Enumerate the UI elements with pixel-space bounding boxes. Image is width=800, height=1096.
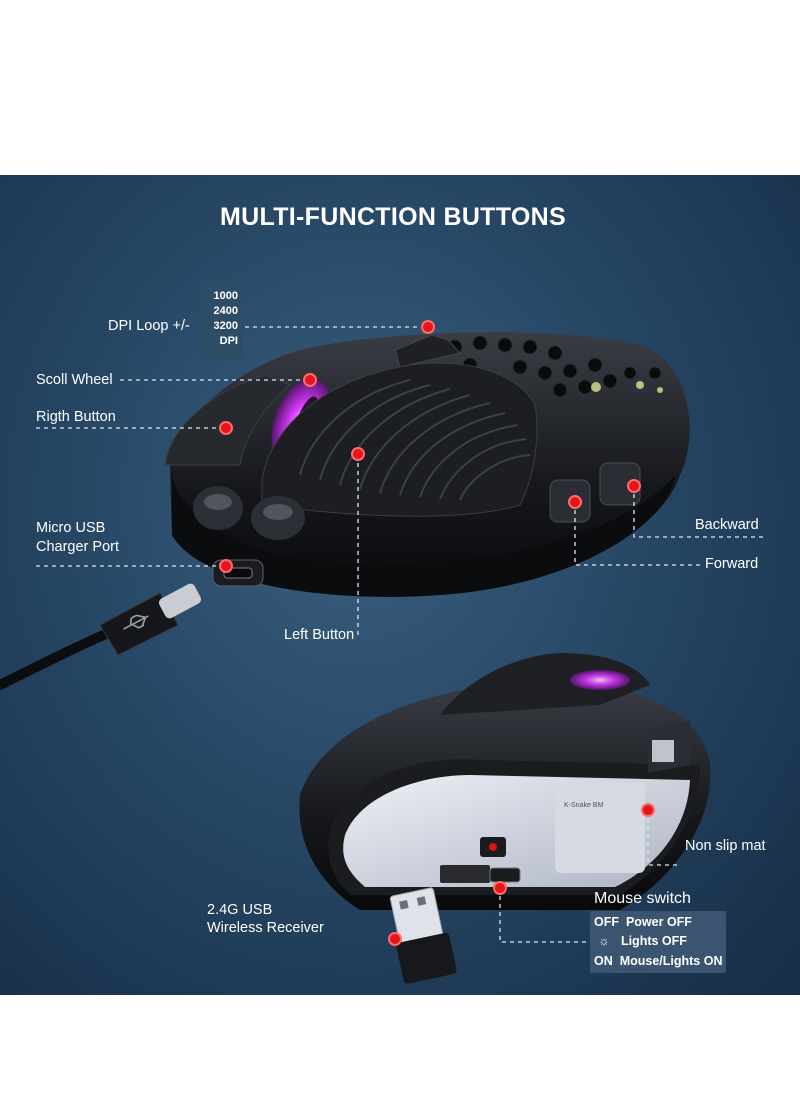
usb-icon [123,614,149,630]
dpi-value: 2400 [213,305,238,317]
callout-markers [219,320,655,946]
mouse-top-view [164,332,690,597]
product-panel: K-Snake BM [0,175,800,995]
forward-label: Forward [705,556,759,572]
mouse-switch-title: Mouse switch [594,890,691,907]
switch-key: OFF [594,915,619,929]
dpi-value: 3200 [213,320,238,332]
usb-cable [0,583,202,690]
scroll-wheel-label: Scoll Wheel [36,372,113,388]
dpi-unit: DPI [219,335,238,347]
product-illustration: K-Snake BM [0,320,765,984]
switch-row-off: OFF Power OFF [594,915,692,929]
dpi-value: 1000 [213,290,238,302]
sun-icon: ☼ [598,934,610,948]
receiver-label-line1: 2.4G USB [207,902,273,918]
micro-usb-label-line1: Micro USB [36,520,106,536]
backward-label: Backward [695,517,759,533]
switch-desc: Lights OFF [620,934,687,948]
non-slip-mat-label: Non slip mat [685,838,766,854]
page-title: MULTI-FUNCTION BUTTONS [220,203,566,231]
leader-lines [36,326,765,943]
svg-text:K-Snake BM: K-Snake BM [564,802,603,809]
switch-desc: Power OFF [625,915,692,929]
usb-receiver [389,887,457,984]
dpi-values-box: 1000 2400 3200 DPI [202,283,242,359]
switch-row-lights: ☼ Lights OFF [594,934,687,948]
switch-desc: Mouse/Lights ON [619,954,723,968]
micro-usb-label-line2: Charger Port [36,539,120,555]
right-button-label: Rigth Button [36,409,116,425]
left-button-label: Left Button [284,627,355,643]
mouse-bottom-view: K-Snake BM [299,653,711,910]
switch-row-on: ON Mouse/Lights ON [594,954,722,968]
dpi-loop-label: DPI Loop +/- [108,318,190,334]
switch-key: ON [594,954,613,968]
mouse-switch-box: OFF Power OFF ☼ Lights OFF ON Mouse/Ligh… [590,911,726,973]
receiver-label-line2: Wireless Receiver [207,920,324,936]
